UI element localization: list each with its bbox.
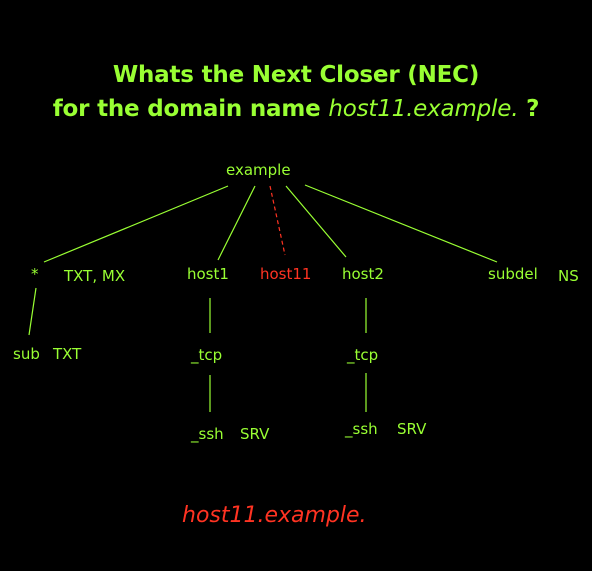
title-line-1: Whats the Next Closer (NEC) <box>112 62 480 88</box>
node-subdel: subdel <box>488 265 538 283</box>
node-host2: host2 <box>342 265 384 283</box>
title-prefix: for the domain name <box>52 96 329 122</box>
node-sub: sub <box>13 345 40 363</box>
node-host2-tcp: _tcp <box>347 346 379 364</box>
node-host2-ssh-types: SRV <box>397 420 427 438</box>
title-line-2: for the domain name host11.example. ? <box>0 94 592 124</box>
node-example: example <box>226 161 291 179</box>
node-host1: host1 <box>187 265 229 283</box>
edge-wildcard-sub <box>28 287 37 336</box>
edge-example-host11 <box>269 185 286 256</box>
title-domain: host11.example. <box>328 96 519 122</box>
edge-example-wildcard <box>43 185 229 263</box>
node-host11: host11 <box>260 265 312 283</box>
edge-example-host1 <box>217 185 256 261</box>
node-host1-ssh-types: SRV <box>240 425 270 443</box>
title-suffix: ? <box>518 96 540 122</box>
edge-example-host2 <box>285 185 347 258</box>
node-wildcard-types: TXT, MX <box>64 267 126 285</box>
node-subdel-types: NS <box>558 267 579 285</box>
node-host2-ssh: _ssh <box>345 420 378 438</box>
node-host1-tcp: _tcp <box>191 346 223 364</box>
node-host1-ssh: _ssh <box>191 425 224 443</box>
edge-example-subdel <box>304 184 498 263</box>
node-sub-types: TXT <box>53 345 82 363</box>
node-wildcard: * <box>31 265 39 283</box>
answer-text: host11.example. <box>182 503 367 528</box>
